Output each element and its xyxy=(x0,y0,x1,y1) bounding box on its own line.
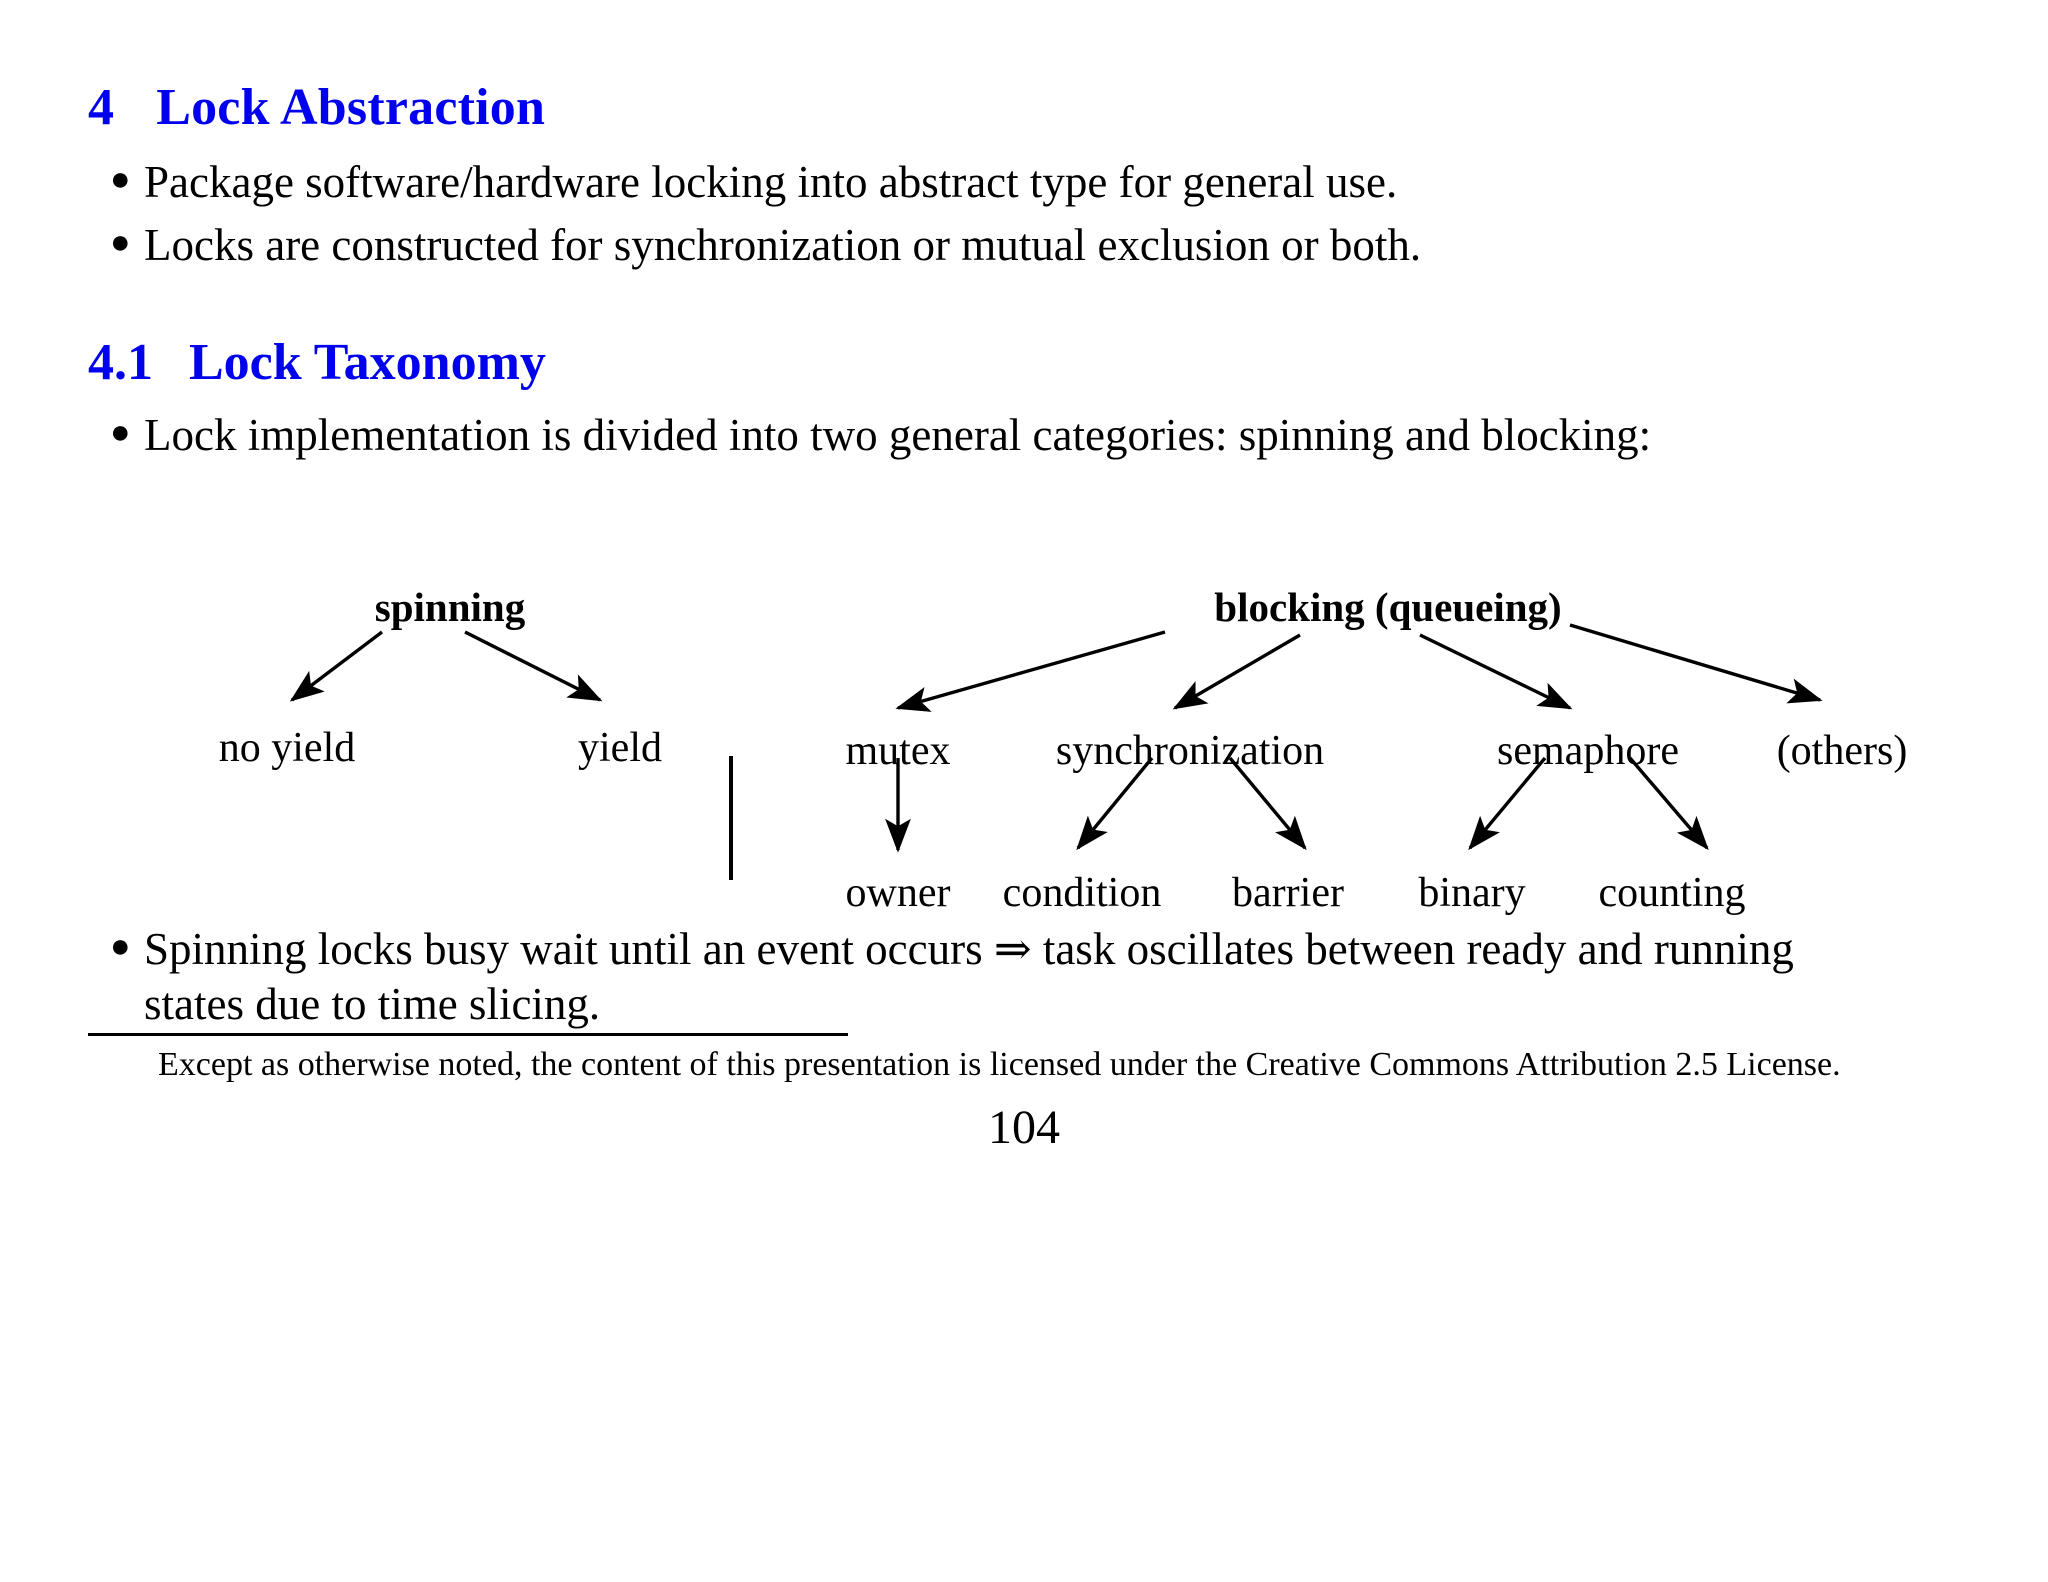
node-semaphore: semaphore xyxy=(1497,728,1679,774)
bullet-dot-icon: ● xyxy=(110,161,131,198)
node-others: (others) xyxy=(1776,728,1908,774)
bullet-text: Package software/hardware locking into a… xyxy=(144,157,1398,207)
bullet-text: Locks are constructed for synchronizatio… xyxy=(144,220,1422,270)
bullet-text: Spinning locks busy wait until an event … xyxy=(144,924,1794,1029)
node-no-yield: no yield xyxy=(218,725,356,771)
edge-semaphore-binary xyxy=(1468,756,1547,851)
node-mutex: mutex xyxy=(845,728,951,774)
lock-taxonomy-diagram: spinning no yield yield blocking (queuei… xyxy=(0,560,2048,915)
page-number: 104 xyxy=(988,1101,1060,1154)
edge-synchronization-condition xyxy=(1076,756,1154,851)
bullet-item: ● Locks are constructed for synchronizat… xyxy=(110,218,1860,273)
bullet-dot-icon: ● xyxy=(110,224,131,261)
section-heading-4-1: 4.1 Lock Taxonomy xyxy=(88,333,546,392)
node-yield: yield xyxy=(578,725,662,771)
bullet-item: ● Lock implementation is divided into tw… xyxy=(110,408,1920,463)
section-heading-4: 4 Lock Abstraction xyxy=(88,78,545,137)
bullet-text: Lock implementation is divided into two … xyxy=(144,410,1652,460)
edge-spinning-no-yield xyxy=(289,630,384,702)
node-blocking: blocking (queueing) xyxy=(1214,584,1562,630)
edge-semaphore-counting xyxy=(1628,756,1709,851)
node-condition: condition xyxy=(1002,870,1162,916)
section-title: Lock Taxonomy xyxy=(189,334,546,391)
section-title: Lock Abstraction xyxy=(156,79,546,136)
node-synchronization: synchronization xyxy=(1055,728,1325,774)
node-barrier: barrier xyxy=(1232,870,1344,916)
taxonomy-tree-svg xyxy=(289,623,1823,880)
section-number: 4 xyxy=(88,79,115,136)
edge-blocking-mutex xyxy=(895,630,1166,712)
bullet-item: ● Spinning locks busy wait until an even… xyxy=(110,922,1810,1032)
edge-blocking-others xyxy=(1569,623,1823,704)
footnote-text: Except as otherwise noted, the content o… xyxy=(158,1046,1841,1083)
section-number: 4.1 xyxy=(88,334,153,391)
node-counting: counting xyxy=(1598,870,1746,916)
node-spinning: spinning xyxy=(374,584,526,630)
node-owner: owner xyxy=(845,870,951,916)
bullet-dot-icon: ● xyxy=(110,928,131,965)
bullet-dot-icon: ● xyxy=(110,414,131,451)
bullet-item: ● Package software/hardware locking into… xyxy=(110,155,1810,210)
node-binary: binary xyxy=(1418,870,1526,916)
edge-blocking-semaphore xyxy=(1419,633,1573,710)
edge-blocking-synchronization xyxy=(1172,633,1301,710)
footnote-rule xyxy=(88,1033,848,1036)
edge-synchronization-barrier xyxy=(1228,756,1307,851)
edge-spinning-yield xyxy=(464,630,603,702)
